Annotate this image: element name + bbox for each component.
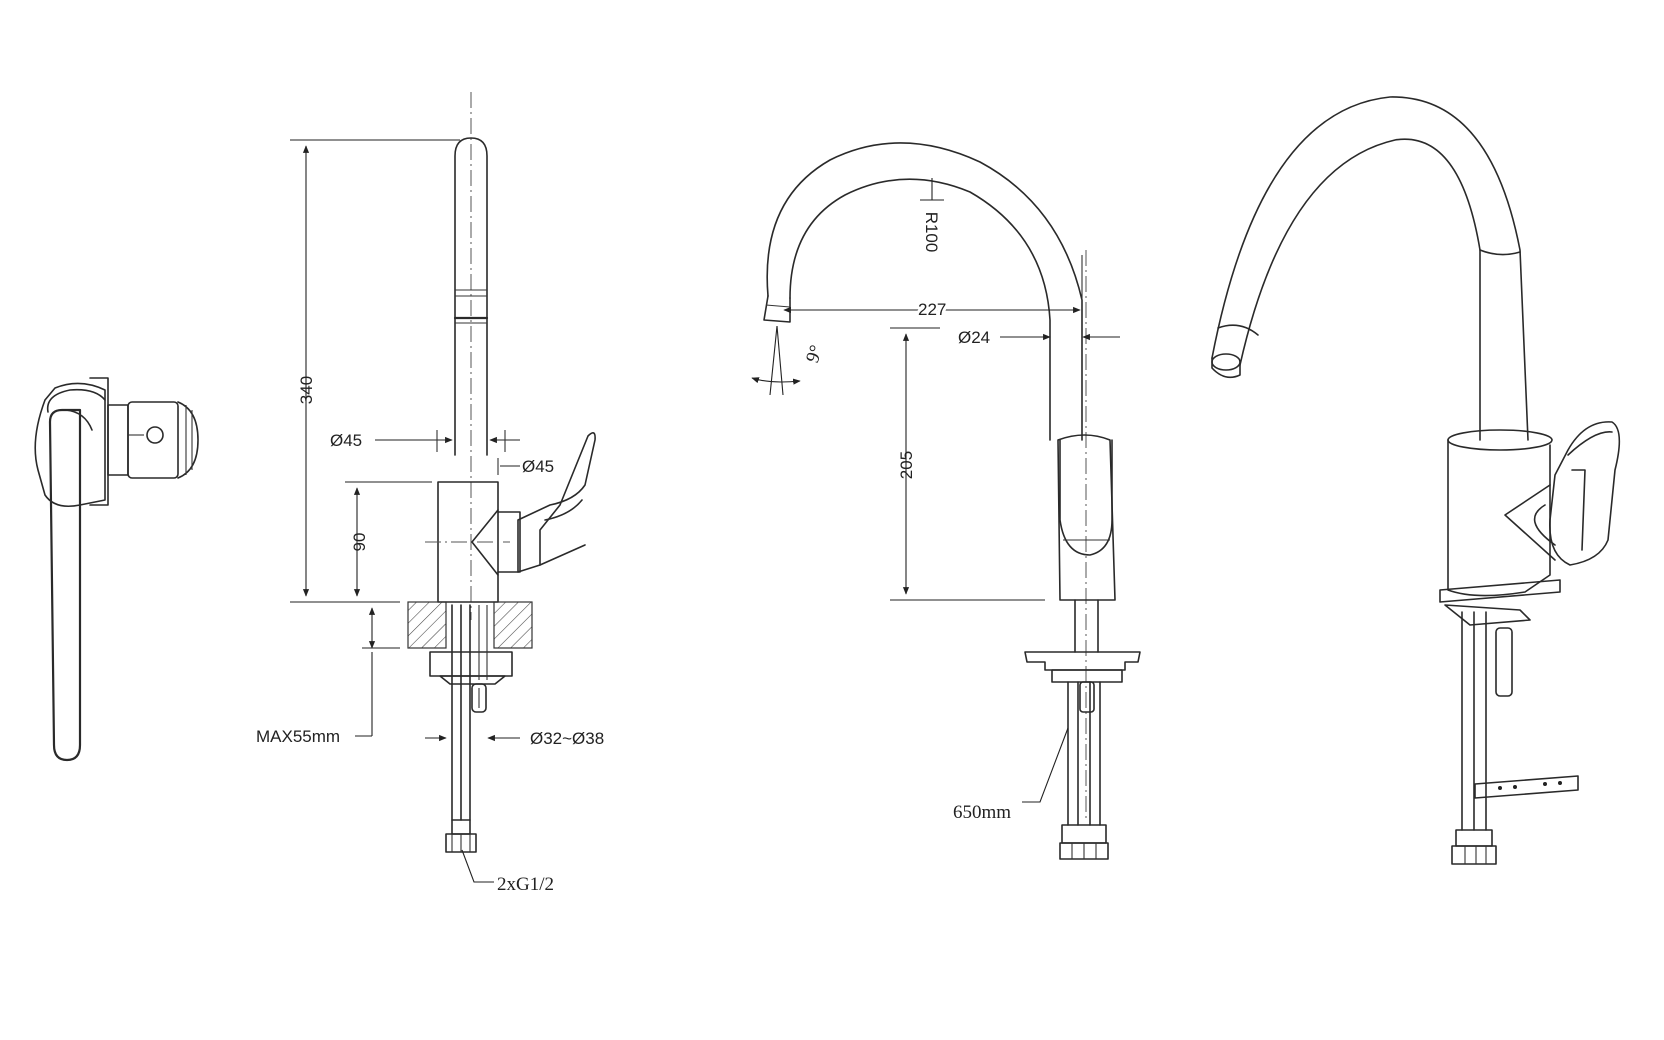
dim-max-counter: MAX55mm: [256, 727, 340, 746]
label-connection: 2xG1/2: [497, 874, 554, 895]
dim-spout-height: 205: [897, 451, 916, 479]
dim-reach: 227: [918, 300, 946, 319]
dim-340: 340: [297, 376, 316, 404]
dim-hole-diameter: Ø32~Ø38: [530, 729, 604, 748]
dim-spout-diameter: Ø45: [330, 431, 362, 450]
label-hose-length: 650mm: [953, 802, 1011, 823]
front-view: 340 90 Ø45 Ø45 MAX55mm Ø32~Ø38 2xG1/2: [256, 92, 604, 895]
top-view: [34, 377, 199, 762]
perspective-view: [1211, 96, 1621, 865]
dim-angle: 9°: [802, 342, 828, 365]
side-view: R100 227 Ø24 205 9° 650mm: [751, 142, 1141, 860]
dim-body-diameter: Ø45: [522, 457, 554, 476]
dim-90: 90: [350, 533, 369, 552]
dim-radius: R100: [922, 212, 941, 253]
dim-outlet-diameter: Ø24: [958, 328, 990, 347]
